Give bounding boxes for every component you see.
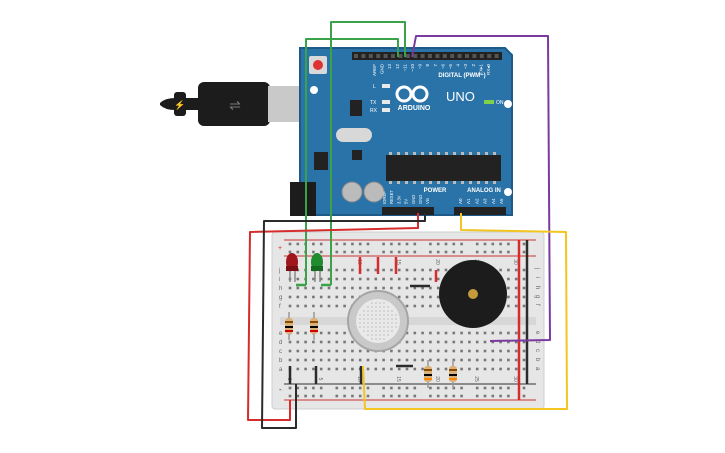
atmega-chip [386, 155, 501, 181]
row-label: h [279, 286, 282, 292]
column-label: 15 [395, 259, 401, 265]
row-label: c [534, 349, 540, 352]
pin-label: ~5 [448, 64, 453, 70]
piezo-buzzer[interactable] [439, 260, 507, 328]
pin-label: A0 [458, 198, 463, 204]
row-label: b [534, 358, 540, 362]
pin-label: 7 [433, 64, 438, 67]
row-label: c [279, 349, 282, 355]
row-label: g [279, 295, 282, 301]
pin-label: RX◂0 [486, 64, 491, 76]
row-label: g [534, 295, 540, 298]
pin-label: 2 [471, 64, 476, 67]
pin-label: ~10 [410, 64, 415, 72]
analog-header-label: ANALOG IN [467, 188, 501, 194]
pin-label: 8 [425, 64, 430, 67]
led-rx [382, 108, 390, 112]
model-label: UNO [446, 89, 475, 104]
usb-icon: ⇌ [229, 97, 241, 113]
led-l [382, 84, 390, 88]
pin-label: GND [418, 195, 423, 204]
on-label: ON [496, 100, 504, 106]
led-green[interactable] [311, 253, 323, 282]
rail-minus-label: - [279, 385, 282, 394]
column-label: 5 [317, 378, 323, 381]
pin-label: 5V [404, 199, 409, 204]
pin-label: A3 [483, 198, 488, 204]
power-header-label: POWER [424, 188, 447, 194]
column-label: 10 [356, 376, 362, 382]
pin-label: ~9 [418, 64, 423, 70]
led-l-label: L [373, 84, 376, 90]
reset-button[interactable] [313, 60, 323, 70]
pin-label: ~6 [440, 64, 445, 70]
row-label: i [279, 277, 280, 283]
column-label: 30 [512, 376, 518, 382]
gas-sensor[interactable] [347, 290, 409, 352]
column-label: 15 [395, 376, 401, 382]
power-jack [290, 182, 316, 216]
on-led [484, 100, 494, 104]
resistor-3[interactable] [424, 360, 432, 388]
pin-label: ~11 [402, 64, 407, 72]
crystal [336, 128, 372, 142]
column-label: 20 [434, 259, 440, 265]
arduino-uno-board[interactable]: ARDUINO UNO DIGITAL (PWM~) POWER ANALOG … [290, 47, 513, 216]
brand-label: ARDUINO [398, 105, 431, 112]
pin-label: TX▸1 [478, 64, 483, 75]
pin-label: A5 [499, 198, 504, 204]
led-tx [382, 100, 390, 104]
led-rx-label: RX [370, 108, 378, 114]
led-red[interactable] [286, 253, 298, 282]
jumpers[interactable] [288, 240, 529, 400]
pin-label: RESET [389, 190, 394, 204]
pin-label: A1 [466, 198, 471, 204]
led-tx-label: TX [370, 100, 377, 106]
column-label: 30 [512, 259, 518, 265]
row-label: f [279, 304, 281, 310]
arduino-logo [395, 85, 429, 103]
pin-label: IOREF [382, 191, 387, 204]
row-label: f [534, 304, 540, 306]
pin-label: 4 [456, 64, 461, 67]
row-label: i [534, 277, 540, 278]
svg-text:⚡: ⚡ [174, 99, 185, 111]
row-label: a [534, 367, 540, 371]
pin-label: GND [380, 63, 385, 74]
row-label: e [534, 331, 540, 335]
row-label: h [534, 286, 540, 289]
resistor-2[interactable] [310, 312, 318, 340]
row-label: j [278, 268, 280, 274]
pin-label: Vin [425, 197, 430, 204]
column-label: 25 [473, 376, 479, 382]
digital-header-label: DIGITAL (PWM~) [438, 73, 485, 79]
row-label: a [279, 367, 283, 373]
pin-label: A4 [491, 198, 496, 204]
pin-label: AREF [372, 64, 377, 76]
pin-label: 3.3V [396, 195, 401, 204]
row-label: d [279, 340, 282, 346]
pin-label: 13 [387, 64, 392, 70]
row-label: b [279, 358, 283, 364]
row-label: j [534, 267, 540, 269]
wires[interactable] [247, 21, 568, 429]
row-label: e [279, 331, 283, 337]
pin-label: 12 [395, 64, 400, 70]
row-label: d [534, 340, 540, 343]
pin-label: A2 [474, 198, 479, 204]
pin-label: ~3 [463, 64, 468, 70]
pin-label: GND [411, 195, 416, 204]
column-label: 20 [434, 376, 440, 382]
resistor-4[interactable] [449, 360, 457, 388]
resistor-1[interactable] [285, 312, 293, 340]
rail-plus-label: + [278, 245, 282, 252]
